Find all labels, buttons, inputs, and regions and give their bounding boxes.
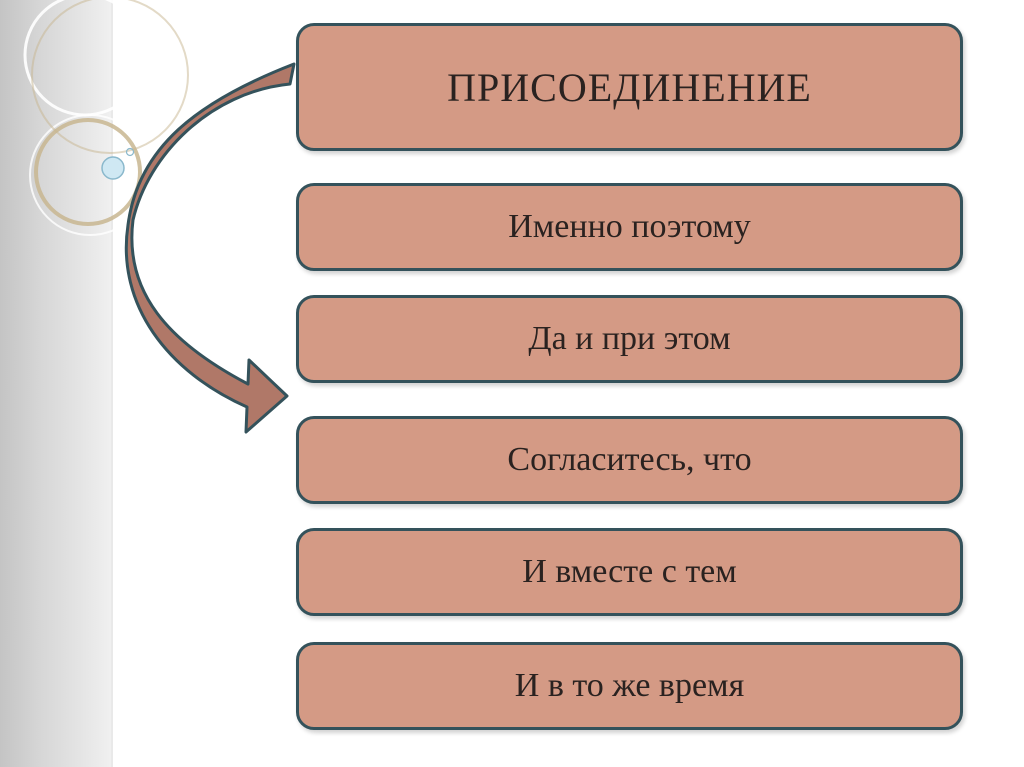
item-box-3: Согласитесь, что: [296, 416, 963, 504]
item-box-2: Да и при этом: [296, 295, 963, 383]
panel-divider: [111, 0, 113, 767]
left-gray-panel: [0, 0, 113, 767]
title-box: ПРИСОЕДИНЕНИЕ: [296, 23, 963, 151]
item-box-5: И в то же время: [296, 642, 963, 730]
item-box-1: Именно поэтому: [296, 183, 963, 271]
item-box-4: И вместе с тем: [296, 528, 963, 616]
